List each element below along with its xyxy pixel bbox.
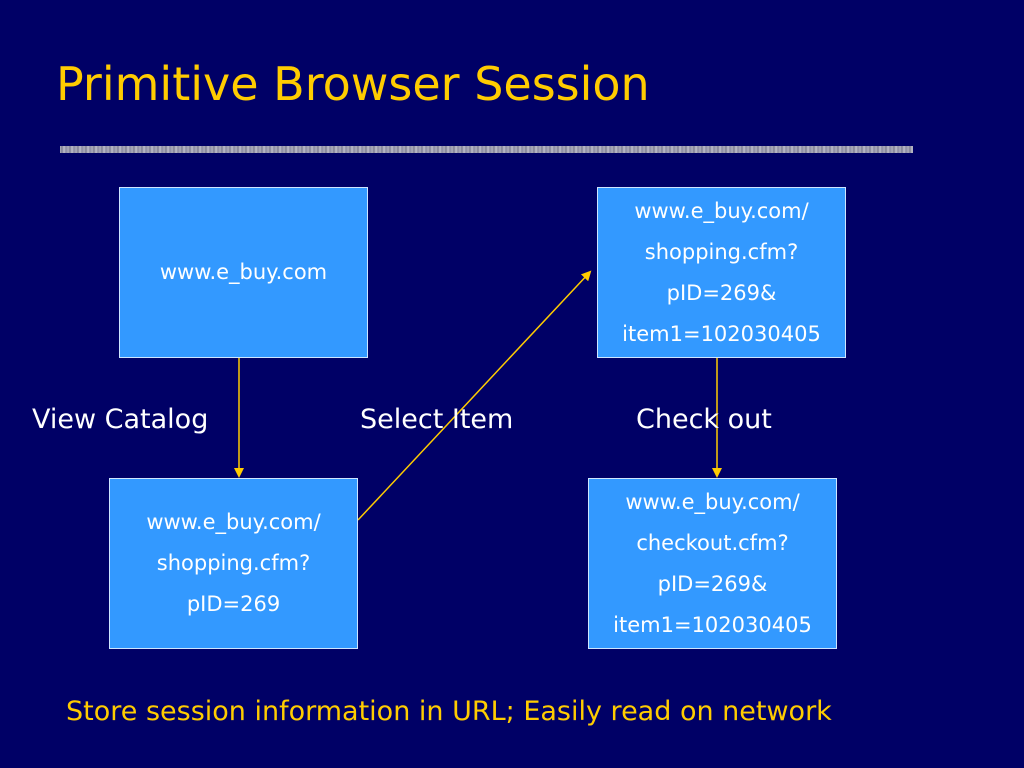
- node-checkout-line-1: www.e_buy.com/: [625, 489, 800, 514]
- node-catalog-url: www.e_buy.com/ shopping.cfm? pID=269: [109, 478, 358, 649]
- node-item-line-1: www.e_buy.com/: [634, 198, 809, 223]
- node-item-url: www.e_buy.com/ shopping.cfm? pID=269& it…: [597, 187, 846, 358]
- node-checkout-url: www.e_buy.com/ checkout.cfm? pID=269& it…: [588, 478, 837, 649]
- node-catalog-line-3: pID=269: [186, 592, 281, 616]
- step-label-select-item: Select Item: [360, 404, 514, 435]
- node-home-line-1: www.e_buy.com: [159, 260, 328, 284]
- step-label-check-out: Check out: [636, 404, 772, 435]
- slide-title: Primitive Browser Session: [56, 57, 650, 111]
- node-item-line-2: shopping.cfm?: [644, 239, 799, 264]
- title-divider: [60, 146, 913, 153]
- node-checkout-line-2: checkout.cfm?: [636, 530, 789, 555]
- node-home-url: www.e_buy.com: [119, 187, 368, 358]
- step-label-view-catalog: View Catalog: [32, 404, 209, 435]
- node-catalog-line-1: www.e_buy.com/: [146, 510, 321, 534]
- node-checkout-line-4: item1=102030405: [613, 612, 812, 637]
- node-checkout-line-3: pID=269&: [657, 571, 768, 596]
- node-item-line-4: item1=102030405: [622, 321, 821, 346]
- node-catalog-line-2: shopping.cfm?: [156, 551, 311, 575]
- arrow-select-item: [357, 270, 592, 521]
- footer-note: Store session information in URL; Easily…: [66, 696, 832, 727]
- node-item-line-3: pID=269&: [666, 280, 777, 305]
